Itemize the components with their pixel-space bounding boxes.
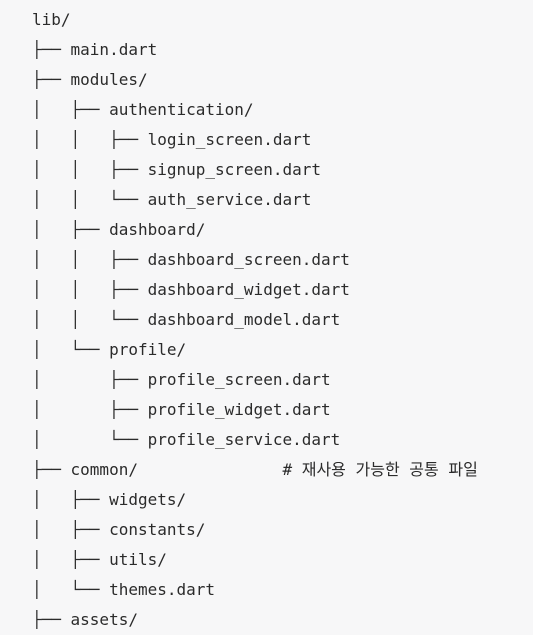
tree-line-constants: │ ├── constants/ (32, 520, 206, 539)
tree-line-profile-service: │ └── profile_service.dart (32, 430, 341, 449)
tree-line-dashboard: │ ├── dashboard/ (32, 220, 206, 239)
tree-line-modules: ├── modules/ (32, 70, 148, 89)
tree-line-themes-dart: │ └── themes.dart (32, 580, 216, 599)
tree-line-dashboard-model: │ │ └── dashboard_model.dart (32, 310, 341, 329)
tree-line-profile: │ └── profile/ (32, 340, 187, 359)
tree-line-auth-service: │ │ └── auth_service.dart (32, 190, 312, 209)
tree-line-assets: ├── assets/ (32, 610, 138, 629)
tree-line-common: ├── common/ # 재사용 가능한 공통 파일 (32, 460, 478, 479)
tree-line-dashboard-screen: │ │ ├── dashboard_screen.dart (32, 250, 350, 269)
tree-line-profile-screen: │ ├── profile_screen.dart (32, 370, 331, 389)
tree-line-profile-widget: │ ├── profile_widget.dart (32, 400, 331, 419)
tree-line-authentication: │ ├── authentication/ (32, 100, 254, 119)
tree-line-dashboard-widget: │ │ ├── dashboard_widget.dart (32, 280, 350, 299)
tree-line-signup-screen: │ │ ├── signup_screen.dart (32, 160, 321, 179)
tree-line-login-screen: │ │ ├── login_screen.dart (32, 130, 312, 149)
tree-line-lib: lib/ (32, 10, 71, 29)
tree-line-main-dart: ├── main.dart (32, 40, 158, 59)
tree-line-widgets: │ ├── widgets/ (32, 490, 187, 509)
tree-line-utils: │ ├── utils/ (32, 550, 167, 569)
